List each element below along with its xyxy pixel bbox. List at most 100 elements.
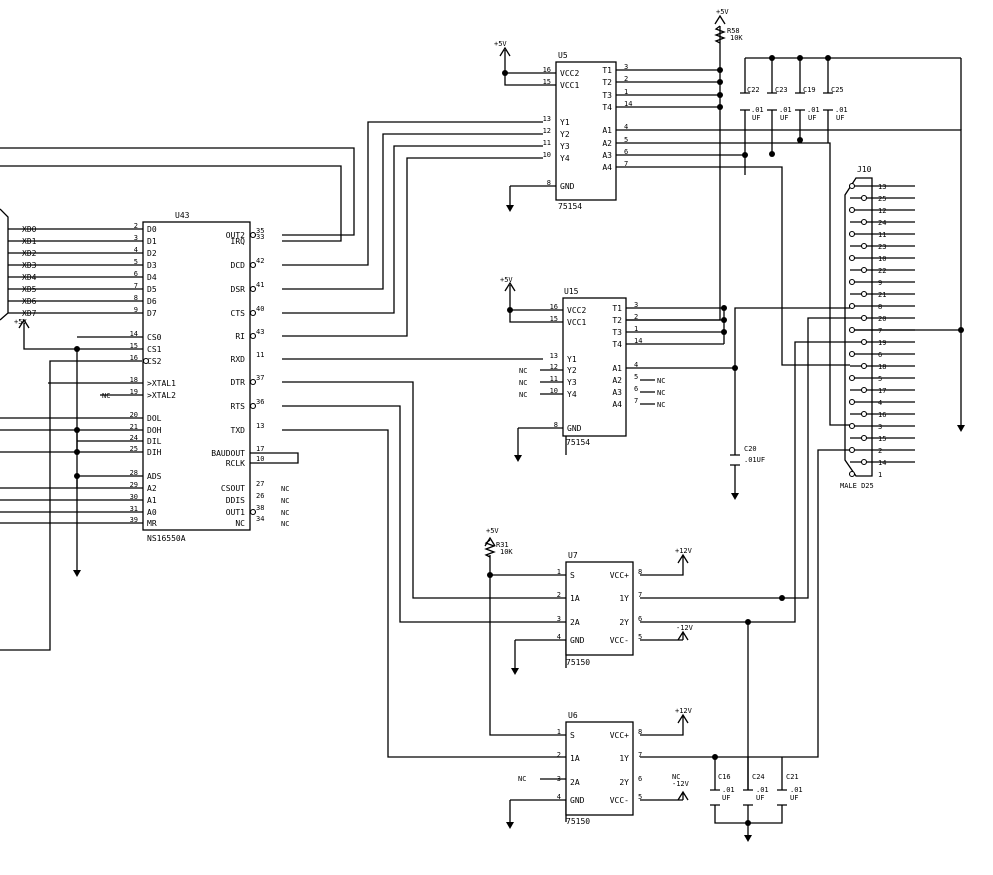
u5-pin-number: 5 — [624, 136, 628, 144]
u43-pin-name: ADS — [147, 472, 162, 481]
u43-pin-number: 24 — [130, 434, 138, 442]
j10-pin-number: 17 — [878, 387, 886, 395]
j10-pin-number: 6 — [878, 351, 882, 359]
ic-u7: U7 75150 — [565, 551, 634, 667]
u43-pin-name: BAUDOUT — [211, 449, 245, 458]
j10-pin-number: 23 — [878, 243, 886, 251]
u15-pin-number: 11 — [550, 375, 558, 383]
u5-pin-name: T4 — [602, 103, 612, 112]
capacitors — [710, 92, 833, 806]
u43-pin-number: 8 — [134, 294, 138, 302]
u6-pin-number: 5 — [638, 793, 642, 801]
u15-pin-name: Y2 — [567, 366, 577, 375]
u6-pin-name: 1Y — [619, 754, 629, 763]
c20-ref: C20 — [744, 445, 757, 453]
u43-pin-name: D0 — [147, 225, 157, 234]
u43-pin-number: 41 — [256, 281, 264, 289]
u15-pin-name: Y3 — [567, 378, 577, 387]
u43-pin-number: 38 — [256, 504, 264, 512]
u5-pin-name: VCC2 — [560, 69, 579, 78]
u43-pin-name: MR — [147, 519, 157, 528]
j10-pin-contact — [848, 422, 856, 430]
u43-pin-name: D4 — [147, 273, 157, 282]
u6-vccp-label: +12V — [675, 707, 693, 715]
u43-pin-number: 4 — [134, 246, 138, 254]
data-bus-signal: XD4 — [22, 273, 37, 282]
u43-nc-label: NC — [281, 520, 289, 528]
u15-pin-name: T1 — [612, 304, 622, 313]
j10-pin-number: 4 — [878, 399, 882, 407]
c23-value: .01 — [779, 106, 792, 114]
u5-pin-number: 12 — [543, 127, 551, 135]
u5-supply-label: +5V — [494, 40, 507, 48]
u43-inverted-pin — [249, 402, 257, 410]
data-bus-signal: XD1 — [22, 237, 37, 246]
u43-pin-name: D5 — [147, 285, 157, 294]
u43-inverted-pin — [249, 231, 257, 239]
data-bus-signal: XD5 — [22, 285, 37, 294]
u7-pin-name: 2A — [570, 618, 580, 627]
u43-pin-number: 19 — [130, 388, 138, 396]
u43-pin-name: D3 — [147, 261, 157, 270]
u7-pin-number: 1 — [557, 568, 561, 576]
j10-pin-number: 10 — [878, 255, 886, 263]
u43-pin-name: CS0 — [147, 333, 162, 342]
u5-pin-name: A3 — [602, 151, 612, 160]
j10-pin-number: 21 — [878, 291, 886, 299]
u6-pin-name: GND — [570, 796, 585, 805]
u43-inverted-pin — [249, 332, 257, 340]
c22-ref: C22 — [747, 86, 760, 94]
u43-inverted-pin — [249, 378, 257, 386]
u43-pin-name: IRQ — [231, 237, 246, 246]
u43-nc-label: NC — [281, 497, 289, 505]
j10-pin-number: 12 — [878, 207, 886, 215]
u15-pin-name: A1 — [612, 364, 622, 373]
u7-pin-number: 3 — [557, 615, 561, 623]
c21-ref: C21 — [786, 773, 799, 781]
u15-pin-name: Y1 — [567, 355, 577, 364]
u15-pin-number: 4 — [634, 361, 638, 369]
r58-supply-label: +5V — [716, 8, 729, 16]
u6-2y-nc: NC — [672, 773, 680, 781]
u15-pin-number: 13 — [550, 352, 558, 360]
u43-part: NS16550A — [147, 534, 186, 543]
u43-ref: U43 — [175, 211, 190, 220]
u43-pin-name: TXD — [231, 426, 246, 435]
u43-pin-number: 37 — [256, 374, 264, 382]
u43-pin-name: DOL — [147, 414, 162, 423]
connector-j10: J10 MALE D25 — [840, 165, 874, 490]
c22-value: .01 — [751, 106, 764, 114]
u15-pin-number: 5 — [634, 373, 638, 381]
u15-nc-label: NC — [519, 379, 527, 387]
u43-pin-name: CS1 — [147, 345, 162, 354]
u7-vccm-label: -12V — [676, 624, 694, 632]
u43-pin-number: 25 — [130, 445, 138, 453]
u5-pin-name: GND — [560, 182, 575, 191]
u15-pin-name: A2 — [612, 376, 622, 385]
j10-pin-contact — [848, 278, 856, 286]
u5-pin-number: 7 — [624, 160, 628, 168]
j10-pin-contact — [848, 374, 856, 382]
u43-left-pins: D02D13D24D35D46D57D68D79CS014CS115CS216>… — [130, 222, 177, 528]
j10-pin-number: 3 — [878, 423, 882, 431]
j10-pin-contact — [860, 458, 868, 466]
u43-pin-name: A1 — [147, 496, 157, 505]
c21-value: .01 — [790, 786, 803, 794]
u5-pin-number: 11 — [543, 139, 551, 147]
u7-pin-name: S — [570, 571, 575, 580]
j10-pin-contact — [848, 398, 856, 406]
u43-pin-name: >XTAL1 — [147, 379, 176, 388]
j10-pin-contact — [860, 290, 868, 298]
u6-pin-number: 2 — [557, 751, 561, 759]
j10-pin-number: 18 — [878, 363, 886, 371]
u15-pin-name: Y4 — [567, 390, 577, 399]
u43-pin-number: 43 — [256, 328, 264, 336]
u15-pin-name: T2 — [612, 316, 622, 325]
u43-pin-name: OUT1 — [226, 508, 245, 517]
resistor-r58 — [714, 25, 726, 44]
u5-pin-name: Y4 — [560, 154, 570, 163]
u15-pin-number: 2 — [634, 313, 638, 321]
cap-labels: C22 C23 C19 C25 .01 .01 .01 .01 UF UF UF… — [718, 86, 848, 802]
